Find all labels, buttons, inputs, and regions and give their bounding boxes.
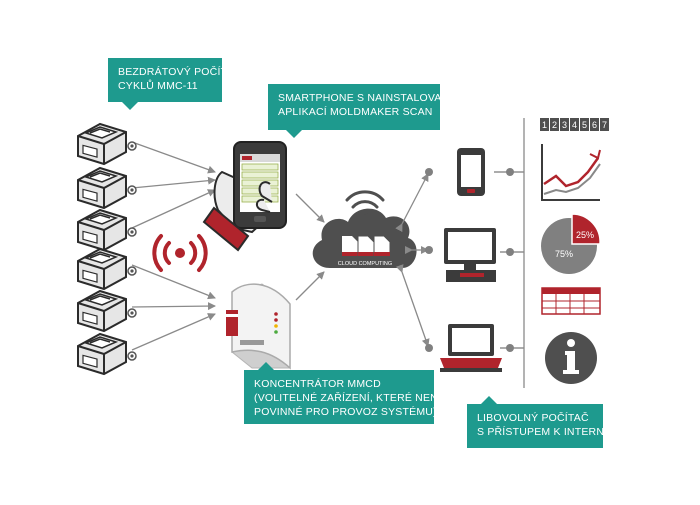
document-icon [342,236,358,256]
arrow-counter-5 [131,302,216,311]
number-digit: 3 [562,120,567,130]
number-cell [550,118,559,131]
number-digit: 7 [602,120,607,130]
callout-smartphone: SMARTPHONE S NAINSTALOVANOU APLIKACÍ MOL… [268,84,466,138]
pie-rest-label: 75% [555,249,573,259]
number-digit: 1 [542,120,547,130]
number-digit: 5 [582,120,587,130]
counter-device-2 [77,167,137,209]
number-cell [560,118,569,131]
callout-line: (VOLITELNÉ ZAŘÍZENÍ, KTERÉ NENÍ [254,392,442,404]
number-cell [590,118,599,131]
document-icon [357,235,375,257]
concentrator-device [226,283,291,370]
callout-line: BEZDRÁTOVÝ POČÍTAČ [118,66,242,78]
number-digit: 6 [592,120,597,130]
wireless-signal-icon [152,234,208,272]
mobile-phone-icon [457,148,485,196]
table-icon [541,287,601,315]
desktop-computer-icon [444,228,496,282]
smartphone-with-hand [202,141,287,252]
counter-device-6 [77,333,137,375]
arrow-counter-4 [131,264,216,300]
counter-device-3 [77,209,137,251]
arrow-counter-2 [131,176,216,189]
arrow-counter-1 [131,141,216,174]
callout-concentrator: KONCENTRÁTOR MMCD (VOLITELNÉ ZAŘÍZENÍ, K… [244,362,442,424]
counter-device-5 [77,290,137,332]
callout-line: LIBOVOLNÝ POČÍTAČ [477,412,589,424]
callout-line: APLIKACÍ MOLDMAKER SCAN [278,106,433,118]
arrow-cloud-laptop [395,264,430,347]
arrow-phone-cloud [295,193,325,223]
number-digit: 2 [552,120,557,130]
laptop-icon [440,324,502,372]
arrow-concentrator-cloud [295,271,325,301]
pie-slice-label: 25% [576,230,594,240]
pie-chart-icon: 25% 75% [541,213,601,274]
info-icon [545,332,597,384]
arrow-counter-6 [131,313,216,351]
callout-computer: LIBOVOLNÝ POČÍTAČ S PŘÍSTUPEM K INTERNET… [467,396,626,448]
number-cell [600,118,609,131]
device-cloud-arrows [295,193,325,301]
number-cell [580,118,589,131]
cloud-label: CLOUD COMPUTING [338,261,392,267]
number-digit: 4 [572,120,577,130]
counter-devices [77,123,137,375]
arrow-cloud-phone [395,173,429,233]
document-icon [373,235,391,257]
callout-line: S PŘÍSTUPEM K INTERNETU [477,426,626,438]
counter-device-4 [77,248,137,290]
counter-device-1 [77,123,137,165]
callout-line: KONCENTRÁTOR MMCD [254,378,381,390]
callout-cycle-counter: BEZDRÁTOVÝ POČÍTAČ CYKLŮ MMC-11 [108,58,242,110]
callout-line: POVINNÉ PRO PROVOZ SYSTÉMU) [254,406,437,418]
callout-line: SMARTPHONE S NAINSTALOVANOU [278,92,466,104]
number-cell [540,118,549,131]
line-chart-icon [541,144,601,201]
counter-arrows [131,141,216,351]
callout-line: CYKLŮ MMC-11 [118,80,198,92]
connector-lines [494,171,524,349]
arrow-counter-3 [131,189,216,229]
cloud-computing-icon: CLOUD COMPUTING [312,190,417,268]
number-cell [570,118,579,131]
